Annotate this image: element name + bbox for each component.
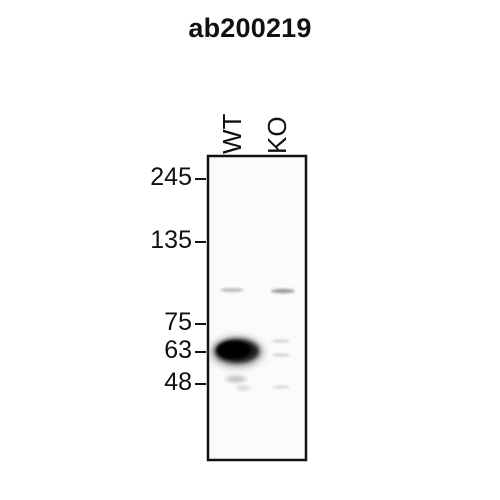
marker-label-245: 245: [150, 163, 192, 191]
wt-faint-band-upper: [220, 288, 244, 292]
marker-label-75: 75: [164, 308, 192, 336]
marker-label-135: 135: [150, 226, 192, 254]
ko-faint-band-upper: [271, 288, 295, 294]
ko-faint-band-3: [272, 385, 290, 389]
blot-membrane: [206, 154, 308, 462]
wt-lower-smear: [226, 376, 246, 382]
wt-lower-smear-2: [236, 386, 250, 390]
marker-label-48: 48: [164, 368, 192, 396]
marker-ticks: [195, 178, 206, 385]
figure-title: ab200219: [188, 13, 312, 43]
marker-label-63: 63: [164, 336, 192, 364]
ko-faint-band-2: [272, 353, 290, 357]
wt-strong-band: [211, 337, 263, 367]
ko-faint-band-1: [272, 339, 290, 343]
